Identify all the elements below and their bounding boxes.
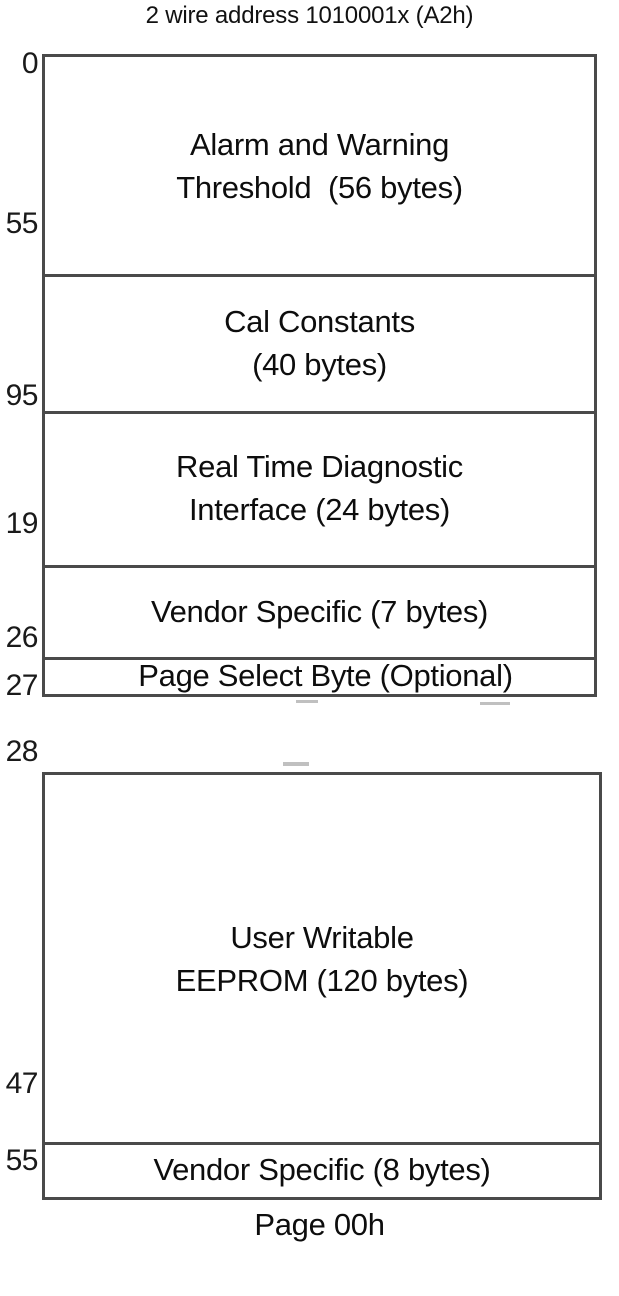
scan-artifact (283, 762, 309, 766)
scan-artifact (296, 700, 318, 703)
section-line-1: Page Select Byte (Optional) (138, 657, 513, 693)
section-line-2: Threshold (56 bytes) (176, 169, 463, 205)
address-label-255: 55 (5, 1144, 39, 1177)
address-label-55: 55 (5, 207, 39, 240)
section-divider-95 (45, 411, 594, 414)
address-label-26: 26 (5, 621, 39, 654)
section-line-2: (40 bytes) (252, 346, 387, 382)
section-line-1: Real Time Diagnostic (176, 449, 463, 484)
address-label-47: 47 (5, 1067, 39, 1100)
address-label-95: 95 (5, 379, 39, 412)
scan-artifact (480, 702, 510, 705)
section-line-1: User Writable (230, 919, 414, 955)
address-label-0: 0 (21, 47, 39, 80)
section-user-writable-eeprom: User Writable EEPROM (120 bytes) (45, 775, 599, 1142)
section-alarm-and-warning-threshold: Alarm and Warning Threshold (56 bytes) (45, 57, 594, 274)
section-line-2: Interface (24 bytes) (188, 492, 451, 527)
page-caption: Page 00h (254, 1207, 385, 1242)
section-vendor-specific-8: Vendor Specific (8 bytes) (45, 1142, 599, 1197)
diagram-title: 2 wire address 1010001x (A2h) (145, 2, 474, 29)
section-divider-247 (45, 1142, 599, 1145)
section-divider-55 (45, 274, 594, 277)
memory-block-lower: User Writable EEPROM (120 bytes) Vendor … (42, 772, 602, 1200)
section-line-2: EEPROM (120 bytes) (175, 962, 469, 998)
section-line-1: Vendor Specific (8 bytes) (153, 1152, 491, 1187)
section-vendor-specific-7: Vendor Specific (7 bytes) (45, 565, 594, 657)
section-cal-constants: Cal Constants (40 bytes) (45, 274, 594, 411)
section-line-1: Alarm and Warning (189, 126, 450, 162)
section-line-1: Cal Constants (224, 303, 415, 339)
address-label-28: 28 (5, 735, 39, 768)
section-divider-126 (45, 657, 594, 660)
address-label-19: 19 (5, 507, 39, 540)
section-divider-119 (45, 565, 594, 568)
section-real-time-diagnostic-interface: Real Time Diagnostic Interface (24 bytes… (45, 411, 594, 565)
section-page-select-byte: Page Select Byte (Optional) (45, 657, 594, 694)
section-line-1: Vendor Specific (7 bytes) (150, 593, 489, 629)
address-label-27: 27 (5, 669, 39, 702)
memory-block-upper: Alarm and Warning Threshold (56 bytes) C… (42, 54, 597, 697)
